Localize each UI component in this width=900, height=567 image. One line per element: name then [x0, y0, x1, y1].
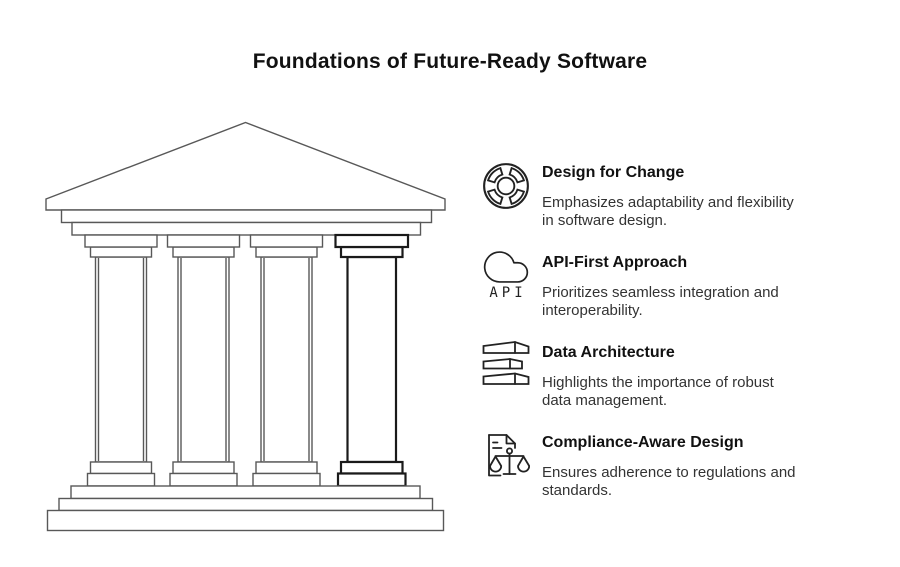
- item-description: Highlights the importance of robust data…: [542, 374, 774, 410]
- item-heading: Compliance-Aware Design: [542, 434, 744, 451]
- desc-line: interoperability.: [542, 302, 643, 319]
- change-wheel-icon: [478, 161, 534, 230]
- api-cloud-icon: API: [478, 251, 534, 320]
- data-layers-icon: [478, 341, 534, 410]
- item-heading: API-First Approach: [542, 254, 688, 271]
- item-description: Prioritizes seamless integration and int…: [542, 284, 779, 320]
- item-heading: Data Architecture: [542, 344, 675, 361]
- temple-column-1: [84, 234, 158, 487]
- desc-line: Prioritizes seamless integration and: [542, 284, 779, 301]
- change-wheel-icon-svg: [483, 163, 529, 209]
- cloud-icon-svg: [483, 251, 529, 283]
- temple-column-4-highlighted: [334, 233, 410, 488]
- desc-line: data management.: [542, 392, 668, 409]
- temple-column-3: [249, 234, 324, 487]
- desc-line: Emphasizes adaptability and flexibility: [542, 194, 794, 211]
- entablature: [60, 209, 433, 236]
- api-text-label: API: [489, 285, 527, 301]
- feature-item-api-first: API API-First Approach Prioritizes seaml…: [478, 251, 878, 320]
- stylobate-steps: [46, 485, 445, 532]
- feature-item-data-architecture: Data Architecture Highlights the importa…: [478, 341, 878, 410]
- compliance-scales-icon-svg: [488, 434, 530, 477]
- item-heading: Design for Change: [542, 164, 685, 181]
- desc-line: standards.: [542, 482, 613, 499]
- desc-line: in software design.: [542, 212, 668, 229]
- data-layers-icon-svg: [482, 341, 530, 385]
- desc-line: Highlights the importance of robust: [542, 374, 774, 391]
- feature-item-design-for-change: Design for Change Emphasizes adaptabilit…: [478, 161, 878, 230]
- pediment: [45, 121, 446, 211]
- page-title: Foundations of Future-Ready Software: [252, 50, 648, 73]
- feature-item-compliance-aware: Compliance-Aware Design Ensures adherenc…: [478, 431, 878, 500]
- item-description: Ensures adherence to regulations and sta…: [542, 464, 796, 500]
- compliance-scales-icon: [478, 431, 534, 500]
- temple-column-2: [166, 234, 241, 487]
- greek-temple-illustration: [45, 121, 446, 532]
- desc-line: Ensures adherence to regulations and: [542, 464, 796, 481]
- item-description: Emphasizes adaptability and flexibility …: [542, 194, 794, 230]
